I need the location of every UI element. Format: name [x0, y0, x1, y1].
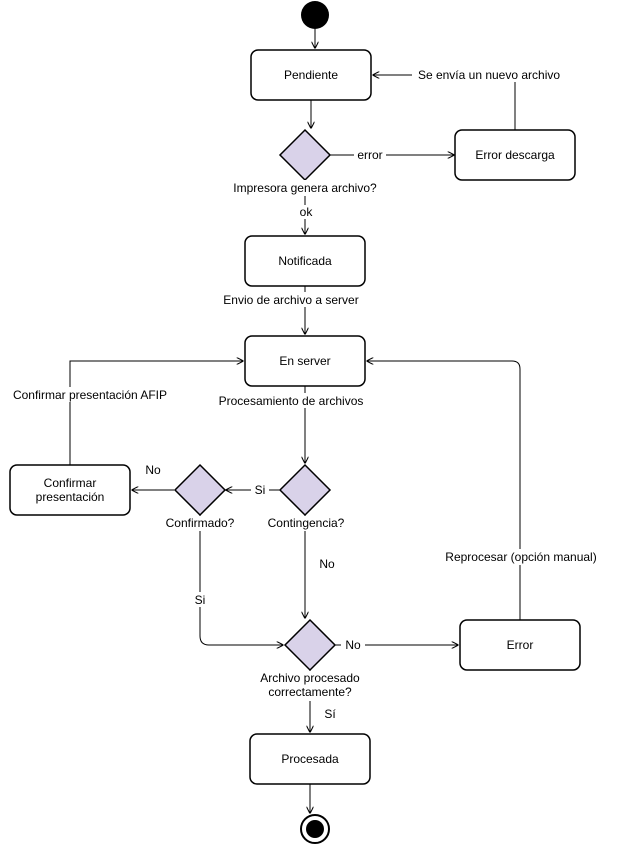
edge-confirmar-en-server: [69, 361, 243, 465]
edge-label-ok: ok: [300, 205, 314, 219]
edge-label-no-contingencia: No: [319, 557, 335, 571]
node-en-server: En server: [244, 335, 366, 387]
decision-archivo-label-2: correctamente?: [268, 685, 352, 699]
edge-label-procesamiento: Procesamiento de archivos: [219, 394, 364, 408]
node-notificada: Notificada: [244, 235, 366, 287]
edge-label-reprocesar: Reprocesar (opción manual): [445, 550, 596, 564]
node-error: Error: [459, 619, 581, 671]
edge-label-si-confirmado: Si: [195, 593, 206, 607]
node-error-descarga-label: Error descarga: [475, 148, 555, 162]
node-pendiente: Pendiente: [250, 49, 372, 101]
end-node-inner: [306, 820, 324, 838]
edge-label-envio: Envio de archivo a server: [223, 293, 358, 307]
decision-contingencia-label: Contingencia?: [268, 516, 345, 530]
edge-label-error: error: [357, 148, 382, 162]
edge-label-no-confirmado: No: [145, 463, 161, 477]
decision-contingencia: [278, 463, 332, 517]
start-node: [301, 1, 329, 29]
node-pendiente-label: Pendiente: [284, 68, 338, 82]
edge-error-descarga-pendiente: [373, 75, 516, 130]
decision-confirmado: [173, 463, 227, 517]
decision-archivo-procesado: [283, 618, 337, 672]
edge-label-no-archivo: No: [345, 638, 361, 652]
decision-confirmado-label: Confirmado?: [166, 516, 235, 530]
node-error-label: Error: [507, 638, 534, 652]
edge-label-confirmar-afip: Confirmar presentación AFIP: [13, 388, 167, 402]
decision-impresora-label: Impresora genera archivo?: [233, 181, 377, 195]
node-en-server-label: En server: [279, 354, 330, 368]
node-error-descarga: Error descarga: [454, 129, 576, 181]
node-procesada: Procesada: [249, 733, 371, 785]
edge-error-en-server: [367, 361, 521, 620]
node-confirmar-presentacion: Confirmar presentación: [9, 464, 131, 516]
decision-archivo-label-1: Archivo procesado: [260, 671, 360, 685]
edge-label-si-contingencia: Si: [255, 483, 266, 497]
edge-label-nuevo-archivo: Se envía un nuevo archivo: [418, 68, 560, 82]
edge-label-si-archivo: Sí: [324, 707, 336, 721]
decision-impresora: [278, 128, 332, 182]
node-procesada-label: Procesada: [281, 752, 339, 766]
node-confirmar-label-2: presentación: [36, 490, 105, 504]
node-confirmar-label-1: Confirmar: [44, 476, 97, 490]
node-notificada-label: Notificada: [278, 254, 332, 268]
edge-confirmado-archivo: [199, 515, 283, 645]
